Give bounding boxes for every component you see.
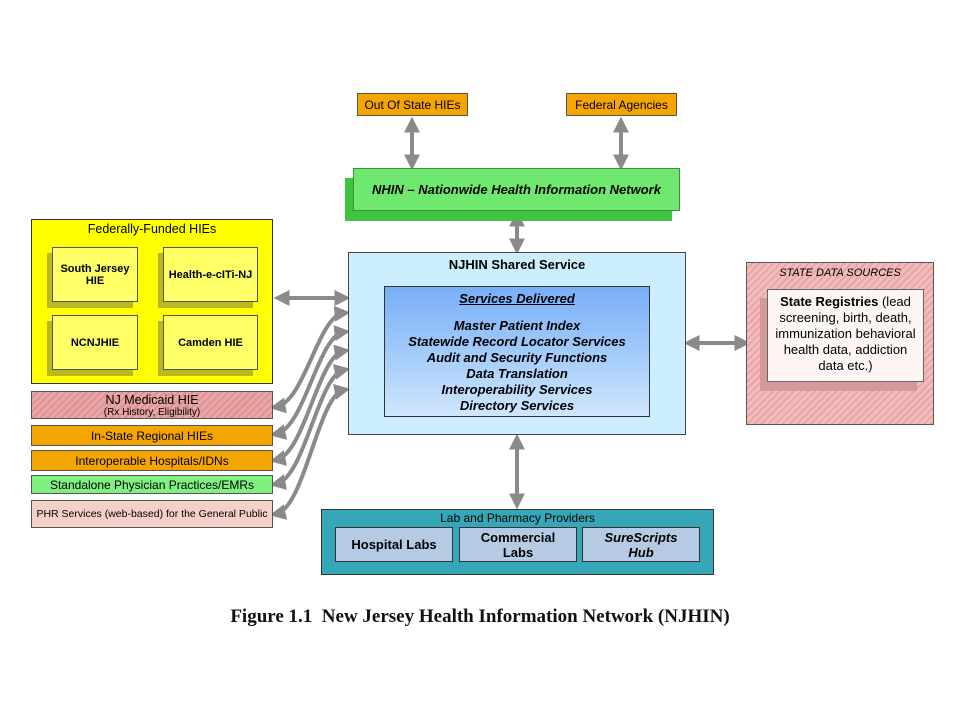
figure-caption-text: Figure 1.1 New Jersey Health Information…	[230, 606, 730, 627]
standalone-physician-practices-label: Standalone Physician Practices/EMRs	[49, 477, 255, 492]
health-e-citi-nj-node: Health-e-cITi-NJ	[163, 247, 258, 302]
state-registries-detail: (lead screening, birth, death, immunizat…	[775, 294, 916, 373]
camden-hie-label: Camden HIE	[178, 336, 243, 349]
in-state-regional-hies-label: In-State Regional HIEs	[90, 428, 214, 443]
state-registries-node: State Registries (lead screening, birth,…	[767, 289, 924, 382]
service-record-locator: Statewide Record Locator Services	[408, 334, 626, 349]
nj-medicaid-hie-node: NJ Medicaid HIE (Rx History, Eligibility…	[31, 391, 273, 419]
arrow-physicians-shared	[269, 363, 351, 490]
interoperable-hospitals-node: Interoperable Hospitals/IDNs	[31, 450, 273, 471]
south-jersey-hie-node: South Jersey HIE	[52, 247, 138, 302]
njhin-shared-service-node: NJHIN Shared Service Services Delivered …	[348, 252, 686, 435]
federally-funded-hies-title: Federally-Funded HIEs	[87, 222, 217, 236]
surescripts-hub-label: SureScripts Hub	[604, 529, 678, 560]
state-data-sources-group: STATE DATA SOURCES State Registries (lea…	[746, 262, 934, 425]
figure-caption: Figure 1.1 New Jersey Health Information…	[0, 603, 960, 631]
ncnjhie-label: NCNJHIE	[70, 336, 120, 349]
out-of-state-hies-label: Out Of State HIEs	[364, 97, 461, 112]
ncnjhie-node: NCNJHIE	[52, 315, 138, 370]
state-data-sources-title: STATE DATA SOURCES	[779, 267, 901, 279]
phr-services-node: PHR Services (web-based) for the General…	[31, 500, 273, 528]
nj-medicaid-hie-title: NJ Medicaid HIE	[105, 393, 199, 407]
nhin-label: NHIN – Nationwide Health Information Net…	[372, 182, 661, 197]
lab-pharmacy-providers-group: Lab and Pharmacy Providers Hospital Labs…	[321, 509, 714, 575]
commercial-labs-label: Commercial Labs	[480, 529, 556, 560]
hospital-labs-node: Hospital Labs	[335, 527, 453, 562]
south-jersey-hie-label: South Jersey HIE	[60, 262, 130, 287]
nhin-node: NHIN – Nationwide Health Information Net…	[353, 168, 680, 211]
nj-medicaid-hie-subtitle: (Rx History, Eligibility)	[103, 407, 201, 418]
arrow-medicaid-shared	[269, 305, 351, 414]
service-directory: Directory Services	[459, 398, 575, 413]
services-delivered-title: Services Delivered	[459, 291, 575, 306]
standalone-physician-practices-node: Standalone Physician Practices/EMRs	[31, 475, 273, 494]
arrow-phr-shared	[269, 384, 351, 520]
federal-agencies-label: Federal Agencies	[575, 97, 668, 112]
commercial-labs-node: Commercial Labs	[459, 527, 577, 562]
lab-pharmacy-providers-title: Lab and Pharmacy Providers	[440, 511, 595, 525]
federal-agencies-node: Federal Agencies	[566, 93, 677, 116]
arrow-in-state-shared	[269, 325, 351, 440]
surescripts-hub-node: SureScripts Hub	[582, 527, 700, 562]
out-of-state-hies-node: Out Of State HIEs	[357, 93, 468, 116]
service-audit-security: Audit and Security Functions	[426, 350, 608, 365]
service-data-translation: Data Translation	[466, 366, 568, 381]
in-state-regional-hies-node: In-State Regional HIEs	[31, 425, 273, 446]
service-master-patient-index: Master Patient Index	[453, 318, 581, 333]
camden-hie-node: Camden HIE	[163, 315, 258, 370]
service-interoperability: Interoperability Services	[441, 382, 593, 397]
federally-funded-hies-group: Federally-Funded HIEs South Jersey HIE H…	[31, 219, 273, 384]
arrow-hospitals-shared	[269, 344, 351, 466]
services-delivered-box: Services Delivered Master Patient Index …	[384, 286, 650, 417]
hospital-labs-label: Hospital Labs	[351, 537, 437, 552]
phr-services-label: PHR Services (web-based) for the General…	[36, 508, 268, 520]
interoperable-hospitals-label: Interoperable Hospitals/IDNs	[75, 453, 229, 468]
health-e-citi-nj-label: Health-e-cITi-NJ	[168, 268, 253, 281]
state-registries-label: State Registries	[780, 294, 879, 309]
njhin-shared-service-title: NJHIN Shared Service	[448, 257, 586, 272]
